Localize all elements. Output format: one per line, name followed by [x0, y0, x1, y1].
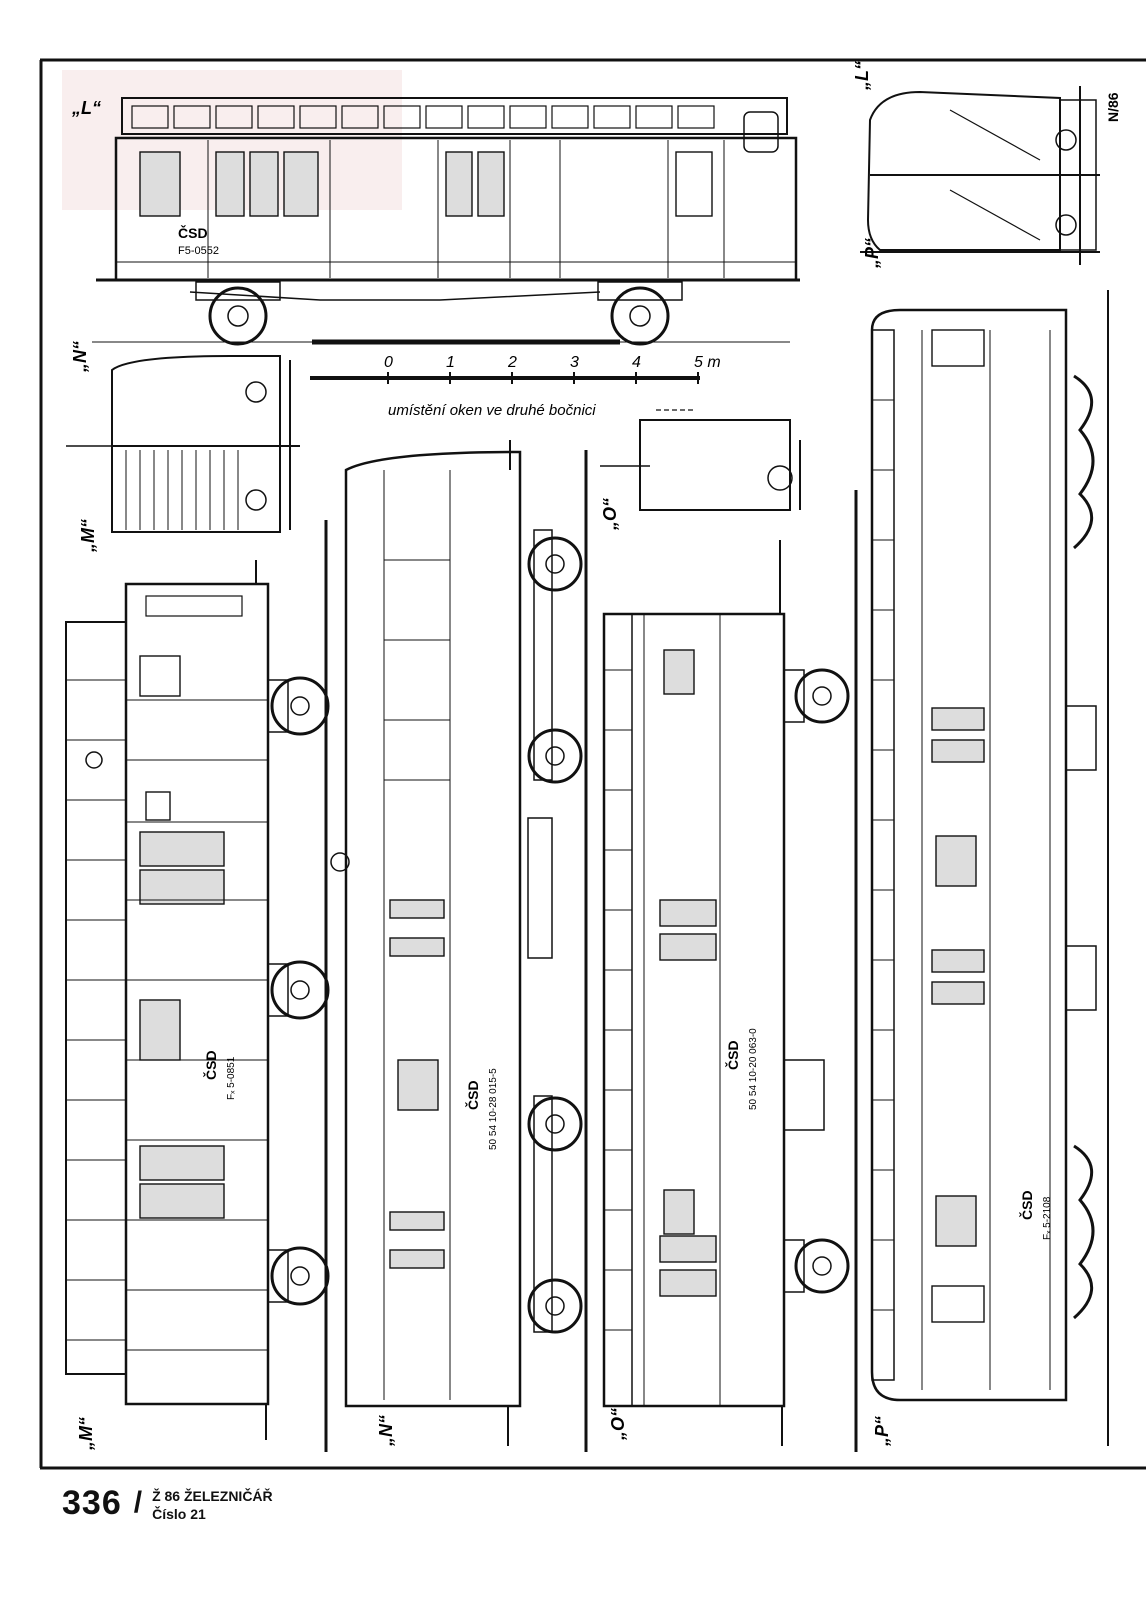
page-footer: 336 / Ž 86 ŽELEZNIČÁŘ Číslo 21 [62, 1486, 273, 1522]
wagon-N-number: 50 54 10-28 015-5 [488, 1068, 499, 1150]
scale-tick-5: 5 m [694, 354, 721, 371]
wagon-O-owner: ČSD [724, 1040, 741, 1070]
label-N-bottom: „N“ [376, 1415, 396, 1447]
scale-bar [310, 372, 700, 384]
wagon-L-side-view [92, 97, 800, 346]
scale-tick-2: 2 [507, 354, 517, 371]
wagon-L-owner: ČSD [178, 224, 208, 241]
wagon-N-top-view [344, 440, 583, 1446]
label-N-top: „N“ [70, 341, 90, 373]
wagon-L-number: F5-0552 [178, 245, 219, 257]
window-position-note: umístění oken ve druhé bočnici [388, 402, 596, 419]
footer-separator: / [133, 1486, 143, 1519]
end-view-L-P [860, 86, 1100, 265]
label-O-top: „O“ [600, 498, 620, 531]
corner-note: N/86 [1105, 92, 1121, 122]
wagon-O-top-view [602, 540, 850, 1446]
label-M-bottom: „M“ [76, 1417, 96, 1451]
label-L-left: „L“ [71, 98, 101, 118]
magazine-title: Ž 86 ŽELEZNIČÁŘ [152, 1488, 273, 1504]
wagon-O-number: 50 54 10-20 063-0 [748, 1028, 759, 1110]
wagon-M-top-view [65, 560, 350, 1440]
scale-tick-0: 0 [384, 354, 393, 371]
wagon-P-owner: ČSD [1018, 1190, 1035, 1220]
label-P-bottom: „P“ [872, 1416, 892, 1447]
label-P-top: „P“ [862, 238, 882, 269]
scale-tick-4: 4 [632, 354, 641, 371]
scale-tick-1: 1 [446, 354, 455, 371]
page-number: 336 [62, 1484, 122, 1522]
wagon-M-owner: ČSD [202, 1050, 219, 1080]
scale-tick-3: 3 [570, 354, 579, 371]
end-view-O [600, 419, 801, 511]
issue-number: Číslo 21 [152, 1506, 206, 1522]
magazine-info: Ž 86 ŽELEZNIČÁŘ Číslo 21 [152, 1486, 273, 1522]
label-M-top: „M“ [78, 519, 98, 553]
end-view-N-M [66, 355, 300, 533]
wagon-N-owner: ČSD [464, 1080, 481, 1110]
wagon-M-number: Fₓ 5-0851 [226, 1056, 237, 1100]
wagon-P-top-view [870, 290, 1109, 1446]
column-separators [324, 450, 858, 1452]
wagon-P-number: Fₓ 5-2108 [1042, 1196, 1053, 1240]
label-L-right: „L“ [852, 61, 872, 91]
label-O-bottom: „O“ [608, 1408, 628, 1441]
